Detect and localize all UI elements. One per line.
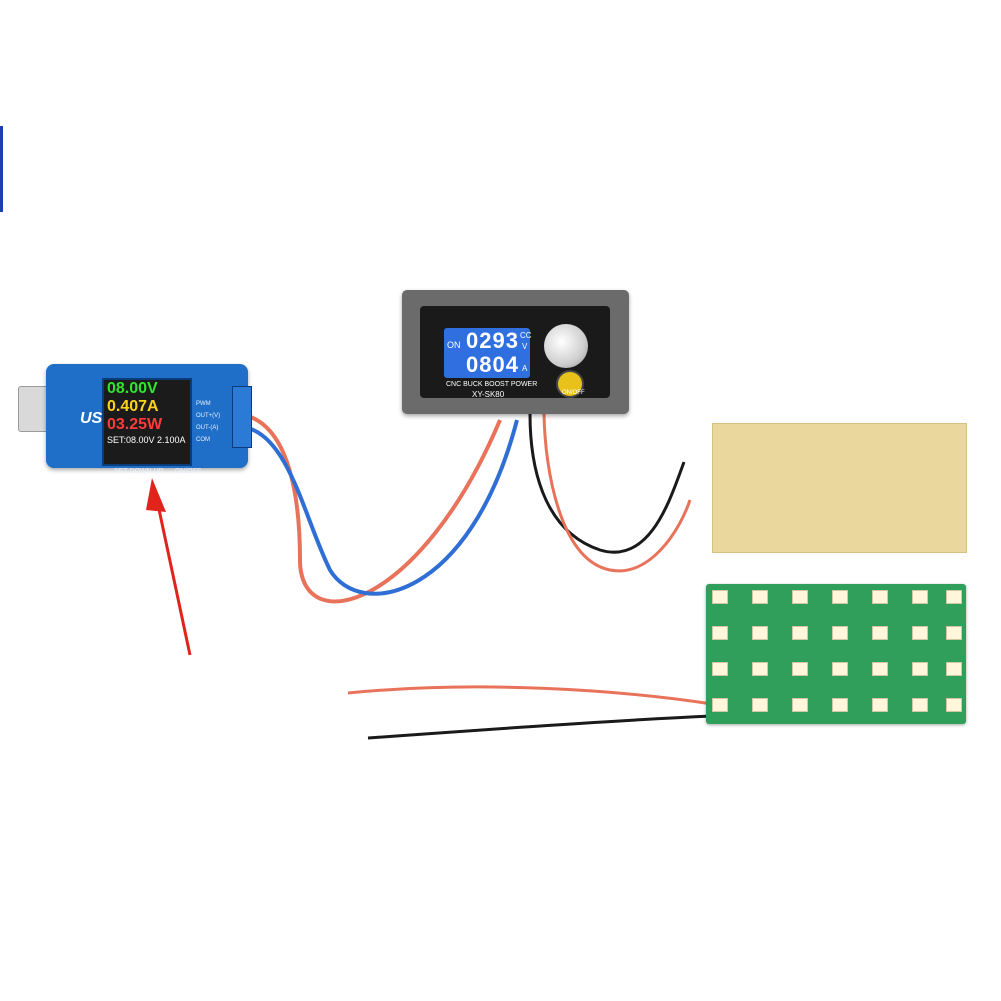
led-chip <box>832 626 848 640</box>
cc-label: CC <box>520 331 532 340</box>
terminal-label-out-a: OUT-(A) <box>196 425 219 431</box>
module-current: 0804 <box>466 352 519 377</box>
led-chip <box>912 590 928 604</box>
led-chip <box>912 626 928 640</box>
led-chip <box>946 698 962 712</box>
led-chip <box>792 590 808 604</box>
module-model: XY-SK80 <box>472 390 505 399</box>
terminal-label-com: COM <box>196 437 210 443</box>
meter-voltage: 08.00V <box>107 380 158 397</box>
led-chip <box>832 590 848 604</box>
meter-power: 03.25W <box>107 416 163 433</box>
led-chip <box>792 662 808 676</box>
usb-meter: USB 08.00V 0.407A 03.25W SET:08.00V 2.10… <box>18 356 252 475</box>
led-chip <box>712 662 728 676</box>
led-chip <box>712 626 728 640</box>
terminal-label-pwm: PWM <box>196 401 211 407</box>
left-edge-mark <box>0 126 3 212</box>
led-chip <box>946 626 962 640</box>
black-wire-out <box>528 413 686 554</box>
meter-screen: 08.00V 0.407A 03.25W SET:08.00V 2.100A <box>102 378 192 466</box>
red-wire-meter <box>247 414 502 604</box>
arrow-shaft <box>155 499 192 656</box>
meter-current: 0.407A <box>107 398 159 415</box>
led-chip <box>712 698 728 712</box>
module-title: CNC BUCK BOOST POWER <box>446 381 538 388</box>
meter-body: USB 08.00V 0.407A 03.25W SET:08.00V 2.10… <box>46 364 252 475</box>
led-chip <box>872 662 888 676</box>
led-chip <box>712 590 728 604</box>
led-chip <box>872 626 888 640</box>
module-voltage: 0293 <box>466 328 519 353</box>
led-chip <box>792 626 808 640</box>
module-lcd: ON 0293 0804 CC V A <box>444 328 532 378</box>
adjust-knob[interactable] <box>544 324 588 368</box>
v-unit: V <box>522 342 528 351</box>
switch-label: ON/OFF <box>562 390 585 396</box>
on-indicator: ON <box>447 340 461 350</box>
arrow-head <box>146 478 166 512</box>
meter-button-labels: SET DOWN UP ON/OFF <box>114 468 201 475</box>
meter-terminal-block <box>232 386 252 448</box>
meter-terminal-labels: PWM OUT+(V) OUT-(A) COM <box>196 398 220 446</box>
led-chip <box>872 590 888 604</box>
led-chip <box>912 662 928 676</box>
red-wire-out <box>542 413 692 573</box>
red-wire-led <box>347 685 713 706</box>
led-chip <box>832 698 848 712</box>
led-chip <box>946 590 962 604</box>
black-wire-led <box>367 714 713 740</box>
led-chip <box>752 662 768 676</box>
led-chip <box>752 590 768 604</box>
led-chip <box>752 698 768 712</box>
led-chip <box>912 698 928 712</box>
a-unit: A <box>522 364 528 373</box>
led-chip <box>752 626 768 640</box>
terminal-label-out-v: OUT+(V) <box>196 413 221 419</box>
blue-wire-meter <box>247 419 519 596</box>
buck-boost-module: ON 0293 0804 CC V A CNC BUCK BOOST POWER… <box>402 290 629 414</box>
led-chip <box>872 698 888 712</box>
led-diffuser-panel <box>712 423 967 553</box>
led-chip <box>832 662 848 676</box>
meter-buttons-text: SET DOWN UP <box>114 468 164 475</box>
led-chip <box>792 698 808 712</box>
meter-set-line: SET:08.00V 2.100A <box>107 435 186 445</box>
power-switch-button[interactable] <box>556 370 584 398</box>
led-chip <box>946 662 962 676</box>
led-board <box>706 584 966 724</box>
meter-onoff-text: ON/OFF <box>174 468 202 475</box>
module-face: ON 0293 0804 CC V A CNC BUCK BOOST POWER… <box>420 306 610 399</box>
